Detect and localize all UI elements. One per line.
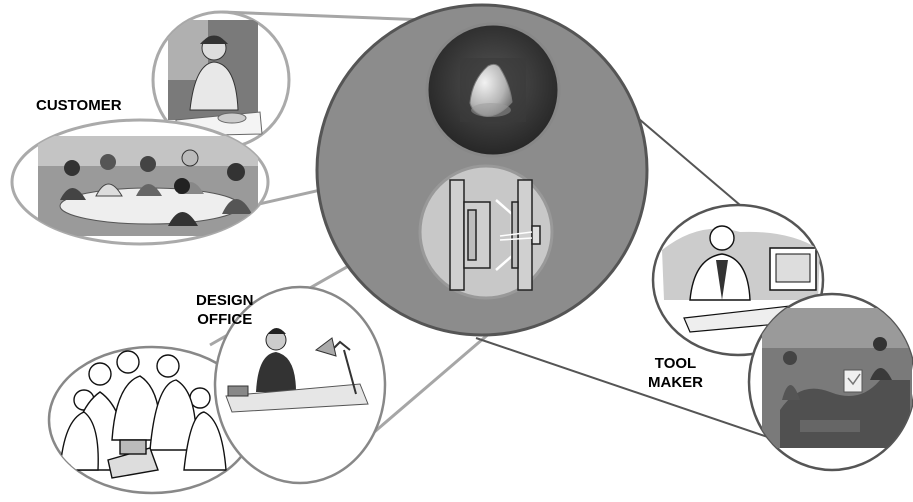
toolmaker-workshop-clipart [747, 292, 913, 472]
tool-maker-label: TOOL MAKER [648, 354, 703, 392]
design-office-label: DESIGN OFFICE [196, 291, 254, 329]
tool-maker-label-line2: MAKER [648, 374, 703, 391]
design-team-clipart [47, 345, 257, 495]
design-office-label-line1: DESIGN [196, 292, 254, 309]
tool-maker-label-line1: TOOL [654, 355, 697, 372]
customer-label: CUSTOMER [36, 96, 122, 115]
connector-toolmaker-bottom [475, 337, 801, 449]
injection-mould-icon [449, 179, 541, 291]
draftsman-clipart [213, 285, 387, 485]
customer-label-text: CUSTOMER [36, 97, 122, 114]
customer-meeting-clipart [10, 118, 270, 246]
design-office-label-line2: OFFICE [197, 311, 253, 328]
customer-person-clipart [151, 10, 291, 150]
